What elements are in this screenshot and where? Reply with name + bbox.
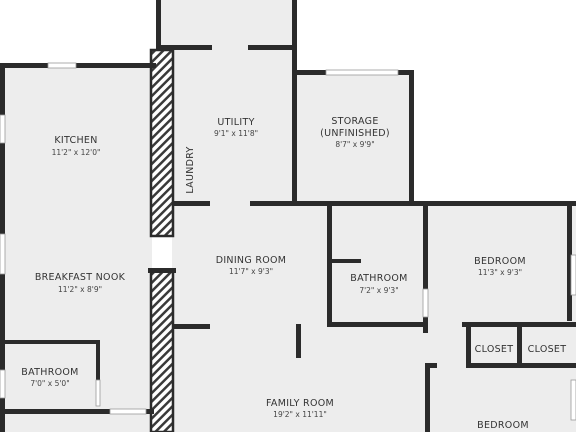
window-kitchen [47,62,77,69]
top-hall-floor [160,0,295,48]
window-kitchen-side [0,114,6,144]
family-room-dims: 19'2" x 11'11" [273,410,327,419]
window-bath-left [0,369,6,399]
breakfast-nook-dims: 11'2" x 8'9" [58,285,102,294]
window-nook [0,233,6,275]
breakfast-nook-label: BREAKFAST NOOK [35,272,126,283]
storage-label-line1: STORAGE [331,116,378,127]
window-storage [325,69,399,76]
window-bedroom-2 [570,379,576,421]
storage-label-line2: (UNFINISHED) [320,128,390,139]
bathroom-left-dims: 7'0" x 5'0" [30,379,69,388]
dining-room-dims: 11'7" x 9'3" [229,267,273,276]
utility-label: UTILITY [217,117,254,128]
bathroom-left-label: BATHROOM [21,367,78,378]
window-bedroom-1 [570,254,576,296]
family-room-label: FAMILY ROOM [266,398,334,409]
kitchen-nook-floor [2,66,152,432]
bedroom-1-dims: 11'3" x 9'3" [478,268,522,277]
storage-dims: 8'7" x 9'9" [335,140,374,149]
kitchen-dims: 11'2" x 12'0" [52,148,101,157]
kitchen-label: KITCHEN [54,135,97,146]
storage-floor [296,72,412,202]
dining-room-label: DINING ROOM [216,255,287,266]
closet-2-label: CLOSET [528,344,567,355]
hatched-wall-lower [149,269,175,432]
bathroom-mid-label: BATHROOM [350,273,407,284]
windows [0,62,576,421]
closet-1-label: CLOSET [475,344,514,355]
bedroom-1-label: BEDROOM [474,256,526,267]
laundry-label: LAUNDRY [185,146,196,193]
window-bottom-left [109,408,147,415]
utility-dining-floor [172,48,296,432]
door-bath-left [95,379,101,407]
bathroom-mid-dims: 7'2" x 9'3" [359,286,398,295]
east-floor [296,202,576,432]
bedroom-2-label: BEDROOM [477,420,529,431]
utility-dims: 9'1" x 11'8" [214,129,258,138]
door-bathroom-mid [422,288,429,318]
hatched-wall-upper [149,48,175,238]
